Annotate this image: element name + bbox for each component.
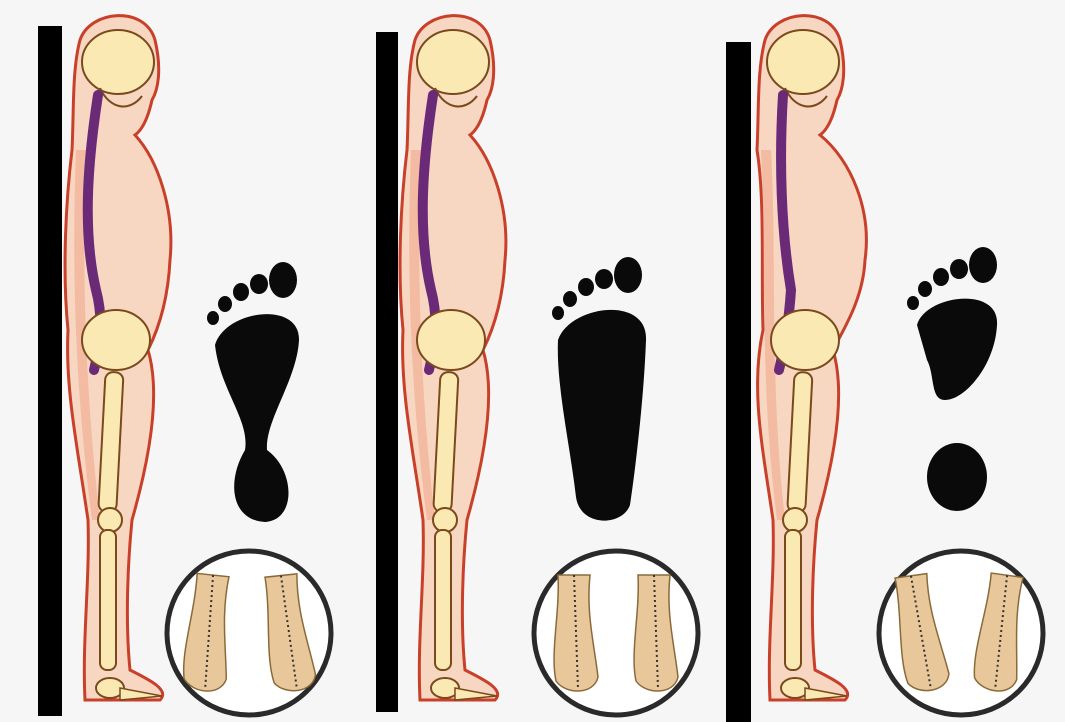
skull-icon (417, 30, 489, 94)
pelvis-icon (771, 310, 839, 370)
toe-1 (614, 257, 642, 293)
knee-icon (98, 508, 122, 532)
pelvis-icon (82, 310, 150, 370)
wall-bar-icon (38, 26, 62, 716)
toe-1 (969, 247, 997, 283)
toe-3 (233, 283, 249, 301)
wall-bar-icon (726, 42, 751, 722)
skull-icon (767, 30, 839, 94)
tibia-icon (785, 530, 801, 670)
heel-inset-icon (167, 551, 331, 715)
toe-5 (907, 296, 919, 310)
toe-1 (269, 262, 297, 298)
toe-2 (250, 274, 268, 294)
toe-5 (552, 306, 564, 320)
toe-3 (933, 268, 949, 286)
toe-2 (950, 259, 968, 279)
knee-icon (433, 508, 457, 532)
heel-inset-icon (534, 551, 698, 715)
heel-inset-icon (879, 551, 1043, 715)
toe-2 (595, 269, 613, 289)
pelvis-icon (417, 310, 485, 370)
toe-5 (207, 311, 219, 325)
heel-print (927, 443, 987, 511)
knee-icon (783, 508, 807, 532)
tibia-icon (100, 530, 116, 670)
toe-3 (578, 278, 594, 296)
toe-4 (918, 281, 932, 297)
toe-4 (218, 296, 232, 312)
toe-4 (563, 291, 577, 307)
tibia-icon (435, 530, 451, 670)
skull-icon (82, 30, 154, 94)
wall-bar-icon (376, 32, 398, 712)
